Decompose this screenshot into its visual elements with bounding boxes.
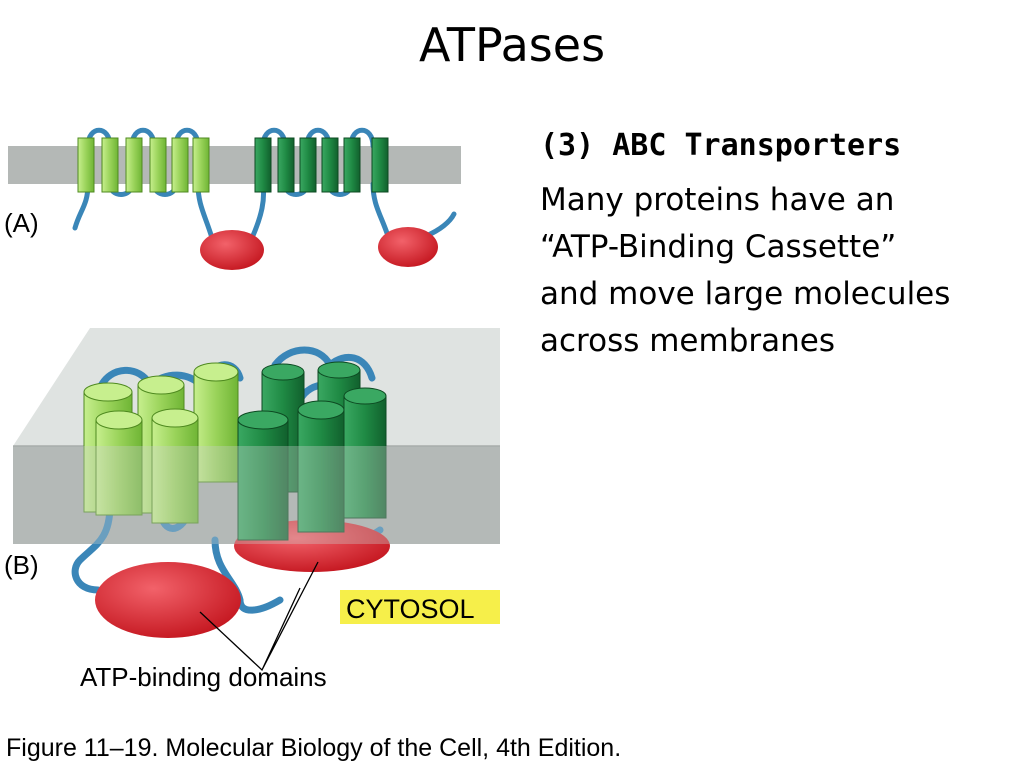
description-line: “ATP-Binding Cassette” (540, 229, 897, 265)
atp-binding-domain-b-front (95, 562, 241, 638)
polypeptide-chain-a (72, 127, 457, 241)
slide-title: ATPases (418, 18, 606, 72)
atp-binding-domain-a-right (378, 227, 438, 267)
cylinder-top (237, 410, 289, 430)
cylinder-top (297, 400, 345, 420)
atp-binding-domains-label: ATP-binding domains (80, 662, 327, 692)
membrane-band-a (8, 146, 461, 184)
helix (254, 137, 272, 193)
cytosol-label: CYTOSOL (346, 594, 475, 624)
helix (77, 137, 95, 193)
cylinder (297, 409, 345, 533)
cylinder-top (343, 387, 387, 405)
figure-caption: Figure 11–19. Molecular Biology of the C… (6, 734, 622, 762)
panel-b: CYTOSOL ATP-binding domains (B) (4, 328, 500, 692)
cylinder-top (193, 362, 239, 382)
cylinder-top (95, 410, 143, 430)
atp-binding-domain-a-left (200, 230, 264, 270)
dark-green-cylinders-b (237, 361, 387, 541)
helix (192, 137, 210, 193)
section-heading: (3) ABC Transporters (540, 128, 902, 163)
description-line: Many proteins have an (540, 182, 895, 218)
helix (171, 137, 189, 193)
cylinder-top (137, 375, 185, 395)
light-green-cylinders-b (83, 362, 239, 524)
helix (321, 137, 339, 193)
dark-green-helices-a (254, 137, 389, 193)
cylinder (95, 419, 143, 516)
helix (101, 137, 119, 193)
helix (299, 137, 317, 193)
cylinder-top (151, 408, 199, 428)
cylinder-top (83, 382, 133, 402)
helix (371, 137, 389, 193)
panel-a: (A) (4, 127, 461, 270)
panel-a-label: (A) (4, 208, 39, 238)
cylinder-top (261, 363, 305, 381)
description-line: across membranes (540, 323, 835, 359)
text-block: (3) ABC Transporters Many proteins have … (540, 128, 1020, 365)
abc-transporter-figure: (A) (4, 127, 500, 692)
helix (343, 137, 361, 193)
cylinder (151, 417, 199, 524)
membrane-front-overlay (13, 446, 500, 544)
helix (277, 137, 295, 193)
cylinder (193, 371, 239, 483)
description-line: and move large molecules (540, 276, 951, 312)
cylinder-top (317, 361, 361, 379)
description: Many proteins have an “ATP-Binding Casse… (540, 177, 1020, 365)
light-green-helices-a (77, 137, 210, 193)
atp-domain-pointer-lines (199, 561, 319, 672)
panel-b-label: (B) (4, 550, 39, 580)
cytosol-highlight (340, 590, 500, 624)
helix (149, 137, 167, 193)
helix (125, 137, 143, 193)
